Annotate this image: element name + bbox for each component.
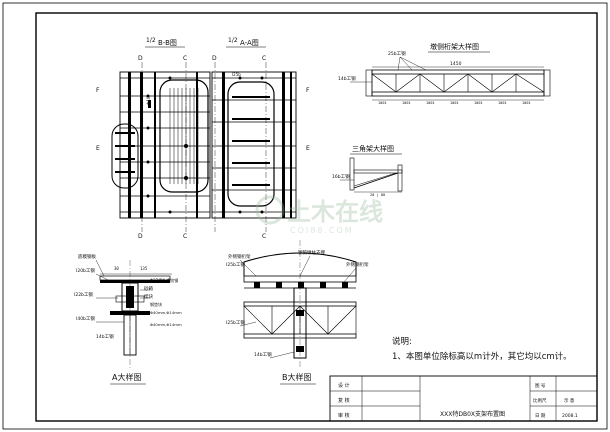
b-callout-mid: 钢筒墩柱支撑 xyxy=(298,249,325,256)
truss-callout-25b: 25b工钢 xyxy=(388,50,406,57)
truss-seg-5: 1001 xyxy=(474,101,483,105)
b-callout-14b: 14b工钢 xyxy=(254,351,272,358)
truss-seg-6: 1001 xyxy=(498,101,507,105)
tb-approve: 审 核 xyxy=(338,412,350,419)
a-callout-s80: Φ40mm,Φ14mm xyxy=(150,322,182,327)
truss-seg-1: 1001 xyxy=(378,101,387,105)
side-truss-title: 墩侧桁架大样图 xyxy=(430,42,479,51)
a-callout-sand: 砂箱 xyxy=(144,285,153,292)
section-aa-mark-c-bottom: C xyxy=(262,233,266,240)
notes-item-1: 1、本图单位除标高以m计外，其它均以cm计。 xyxy=(392,351,572,362)
b-callout-right: 外侧钢桁架 xyxy=(346,261,369,268)
section-bb-title: B-B图 xyxy=(158,39,177,47)
truss-total-dim: 1450 xyxy=(450,61,462,67)
truss-seg-2: 1001 xyxy=(402,101,411,105)
section-mark-e-left: E xyxy=(96,145,100,152)
inner-border xyxy=(35,12,598,422)
notes-block: 说明: 1、本图单位除标高以m计外，其它均以cm计。 xyxy=(392,336,572,362)
section-bb-view: 1/2 B-B图 D C D C F E xyxy=(96,37,211,240)
tb-review: 复 核 xyxy=(338,397,350,404)
section-aa-fraction: 1/2 xyxy=(228,37,238,44)
section-aa-title: A-A图 xyxy=(240,39,259,47)
title-block: 设 计 复 核 审 核 XXX特DB0X支架布置图 图 号 比例尺 示 意 日 … xyxy=(329,375,598,422)
tb-scale: 示 意 xyxy=(564,397,575,404)
a-callout-14b: 14b工钢 xyxy=(96,333,114,340)
section-mark-c-bottom: C xyxy=(183,233,187,240)
side-truss-view: 墩侧桁架大样图 25b工钢 14b工钢 1450 xyxy=(338,42,551,105)
section-aa-mark-f-right: F xyxy=(306,87,310,94)
b-callout-i25b: I25b工钢 xyxy=(226,319,245,326)
truss-seg-3: 1001 xyxy=(426,101,435,105)
notes-heading: 说明: xyxy=(392,336,412,347)
a-callout-anchor: 钢垫块 xyxy=(150,301,162,307)
section-aa-mark-d-top: D xyxy=(212,55,217,62)
triangle-title: 三角架大样图 xyxy=(352,144,394,153)
tb-date: 2008.1 xyxy=(562,413,578,419)
svg-text:I25b: I25b xyxy=(232,72,241,77)
a-callout-s100: Φ40mm,Φ14mm xyxy=(150,310,182,315)
section-mark-f-left: F xyxy=(96,87,100,94)
a-callout-i40: I40b工钢 xyxy=(76,315,95,322)
section-aa-mark-c-top: C xyxy=(262,55,266,62)
b-callout-left: 外侧钢桁架 xyxy=(228,253,251,260)
watermark-logo-icon xyxy=(255,195,285,225)
tb-design: 设 计 xyxy=(338,382,350,389)
section-aa-mark-e-right: E xyxy=(306,145,310,152)
a-callout-i22: I22b工钢 xyxy=(74,291,93,298)
a-callout-wedge: 楔块 xyxy=(144,293,153,300)
triangle-callout-16b: 16b工钢 xyxy=(332,173,350,180)
a-callout-plate: 底模钢板 xyxy=(78,253,96,260)
section-mark-c-top: C xyxy=(183,55,187,62)
section-mark-d-bottom: D xyxy=(138,233,143,240)
a-callout-i20: I20b工钢 xyxy=(76,267,95,274)
detail-a-title: A大样图 xyxy=(112,372,141,382)
section-bb-fraction: 1/2 xyxy=(146,37,156,44)
tb-scale-label: 比例尺 xyxy=(533,397,547,404)
watermark: 土木在线 COI88.COM xyxy=(255,195,383,235)
tb-date-label: 日 期 xyxy=(535,413,546,419)
svg-text:20 | 80: 20 | 80 xyxy=(370,193,385,197)
watermark-text: 土木在线 xyxy=(287,198,383,226)
watermark-domain: COI88.COM xyxy=(290,226,354,235)
b-callout-i25: I25b工钢 xyxy=(226,261,245,268)
section-mark-d-top: D xyxy=(138,55,143,62)
a-dim-135: 135 xyxy=(140,266,148,271)
truss-seg-7: 1001 xyxy=(522,101,531,105)
section-aa-view: 1/2 A-A图 D C C F E xyxy=(211,37,310,240)
detail-a-view: 底模钢板 I20b工钢 30 135 I22b工钢 砂箱 楔块 Φ32精轧螺纹钢… xyxy=(74,253,182,385)
truss-callout-14b: 14b工钢 xyxy=(338,75,356,82)
detail-b-title: B大样图 xyxy=(282,372,312,382)
truss-seg-4: 1001 xyxy=(450,101,459,105)
tb-drawing-title: XXX特DB0X支架布置图 xyxy=(440,410,505,418)
tb-fig-no-label: 图 号 xyxy=(535,383,546,389)
detail-b-view: 外侧钢桁架 钢筒墩柱支撑 外侧钢桁架 I25b工钢 I25b工钢 14b工钢 xyxy=(226,240,369,385)
a-dim-30: 30 xyxy=(114,266,119,271)
triangle-bracket-view: 三角架大样图 16b工钢 20 | 80 xyxy=(332,144,403,197)
